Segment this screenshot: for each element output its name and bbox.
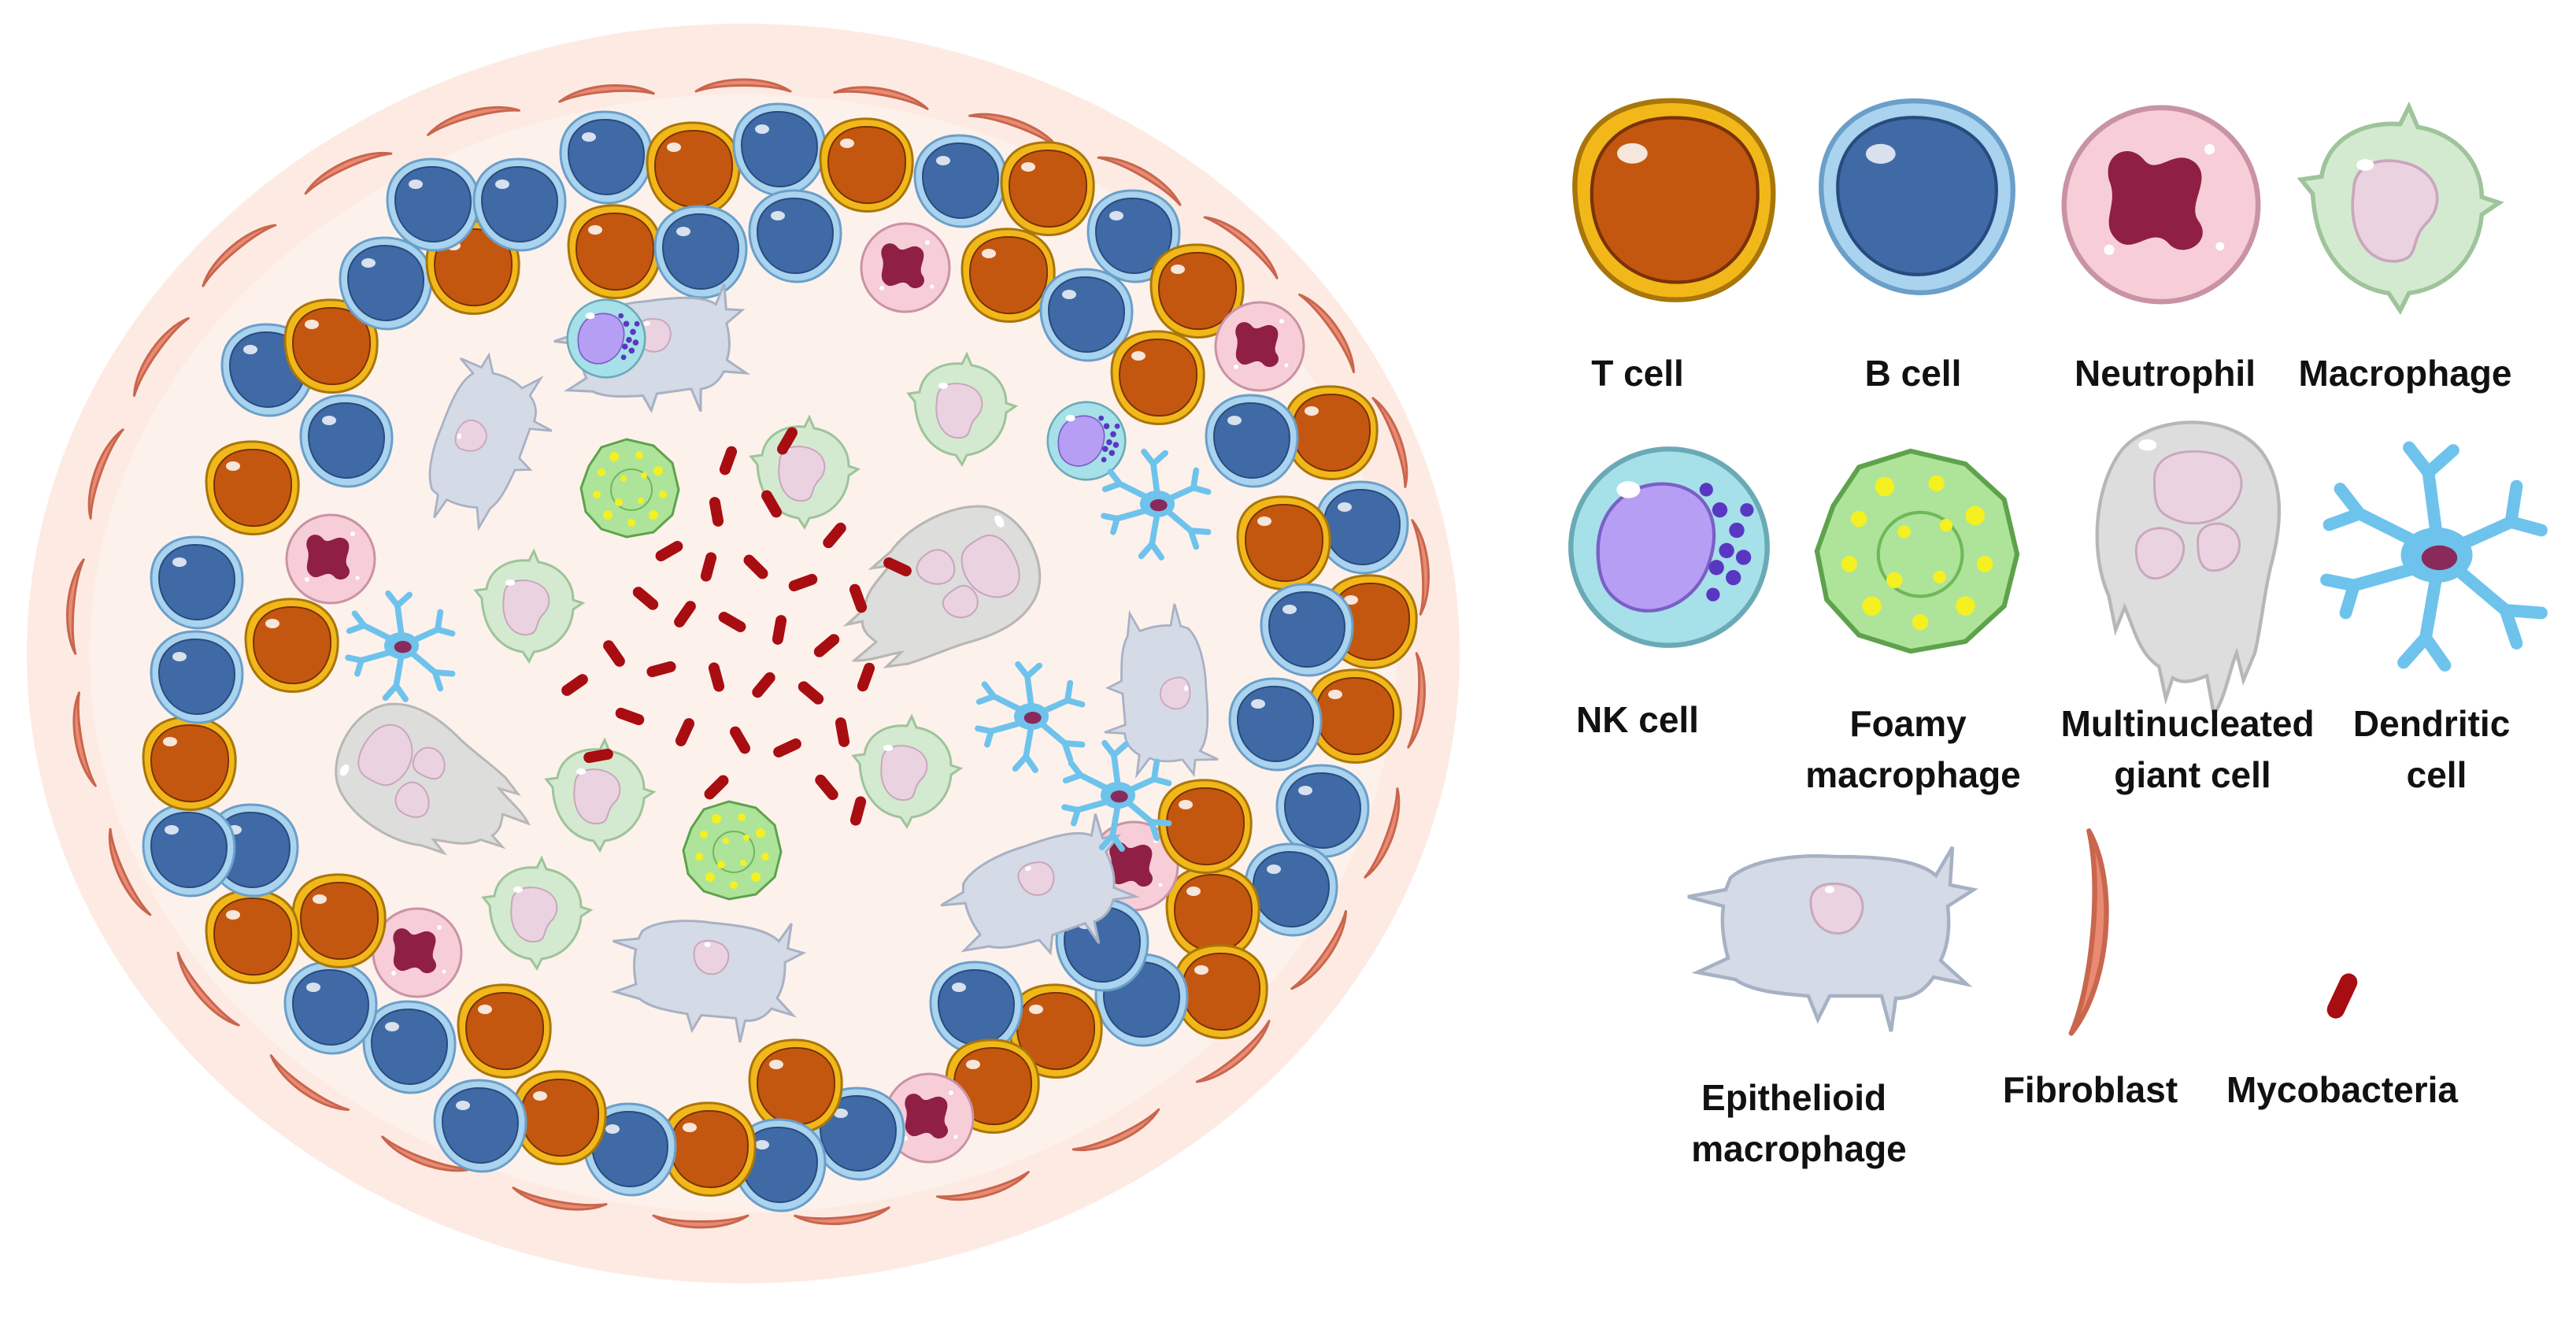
legend-item-neutrophil: Neutrophil (2064, 108, 2258, 394)
legend-label-multinucleated-giant-cell: Multinucleated giant cell (2061, 703, 2325, 795)
legend-item-macrophage: Macrophage (2299, 107, 2512, 394)
legend-label-dendritic-cell: Dendritic cell (2353, 703, 2520, 795)
legend-label-epithelioid-macrophage: Epithelioid macrophage (1691, 1077, 1907, 1169)
legend-label-t-cell: T cell (1591, 353, 1684, 394)
legend-label-nk-cell: NK cell (1576, 699, 1699, 740)
legend-item-b-cell: B cell (1821, 101, 2013, 394)
legend-item-nk-cell: NK cell (1571, 449, 1767, 740)
legend-item-mycobacteria: Mycobacteria (2226, 970, 2458, 1110)
legend-item-epithelioid-macrophage: Epithelioid macrophage (1688, 847, 1974, 1169)
legend-label-fibroblast: Fibroblast (2003, 1069, 2178, 1110)
legend-item-t-cell: T cell (1575, 101, 1773, 394)
legend-label-b-cell: B cell (1865, 353, 1962, 394)
legend-item-fibroblast: Fibroblast (2003, 831, 2178, 1110)
legend-item-dendritic-cell: Dendritic cell (2326, 448, 2541, 795)
legend-label-neutrophil: Neutrophil (2074, 353, 2256, 394)
granuloma (27, 24, 1460, 1283)
legend-label-macrophage: Macrophage (2299, 353, 2512, 394)
legend-label-foamy-macrophage: Foamy macrophage (1805, 703, 2021, 795)
legend: T cell B cell Neutrophil Macrophage NK c (1571, 101, 2541, 1169)
legend-item-multinucleated-giant-cell: Multinucleated giant cell (2061, 422, 2325, 795)
legend-label-mycobacteria: Mycobacteria (2226, 1069, 2458, 1110)
legend-item-foamy-macrophage: Foamy macrophage (1805, 451, 2021, 795)
